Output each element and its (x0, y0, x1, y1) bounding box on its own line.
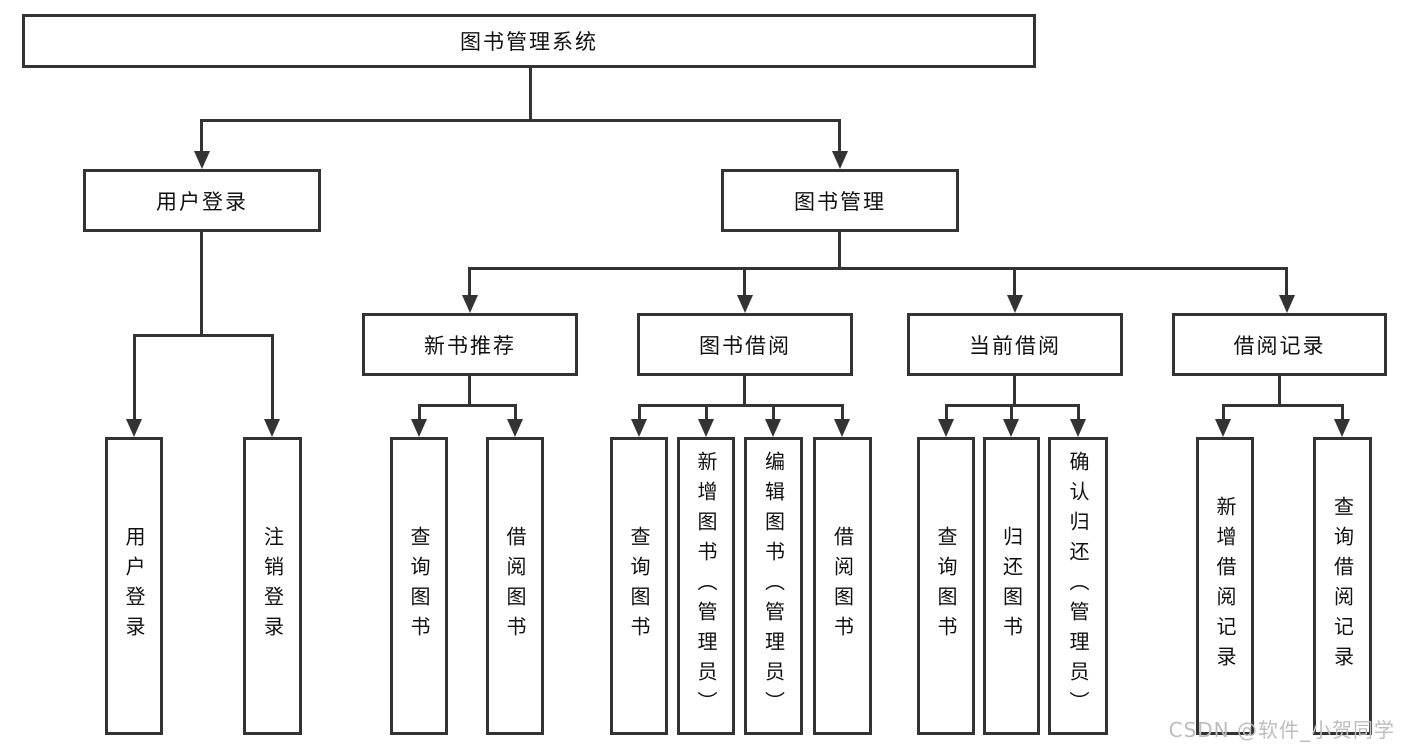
node-label: 借阅图书 (830, 526, 855, 646)
node-label: 图书借阅 (699, 333, 791, 358)
connector-line (514, 404, 517, 421)
connector-line (468, 267, 1288, 270)
node-label: 用户登录 (122, 526, 146, 646)
node-label: 新增借阅记录 (1213, 496, 1237, 676)
edge-arrowhead (507, 419, 523, 437)
connector-line (1010, 404, 1013, 421)
edge-arrowhead (264, 419, 280, 437)
connector-line (200, 119, 203, 153)
edge-arrowhead (832, 151, 848, 169)
connector-line (468, 376, 471, 407)
edge-arrowhead (462, 295, 478, 313)
edge-arrowhead (126, 419, 142, 437)
watermark: CSDN @软件_小贺同学 (1168, 718, 1395, 742)
leaf-bb-add-books-admin: 新增图书（管理员） (677, 437, 735, 735)
leaf-cb-confirm-return-admin: 确认归还（管理员） (1048, 437, 1108, 735)
leaf-br-add-record: 新增借阅记录 (1196, 437, 1254, 735)
connector-line (271, 334, 274, 421)
node-current-borrow: 当前借阅 (907, 313, 1123, 376)
leaf-logout: 注销登录 (243, 437, 302, 735)
leaf-br-query-record: 查询借阅记录 (1313, 437, 1372, 735)
connector-line (838, 119, 841, 153)
edge-arrowhead (631, 419, 647, 437)
connector-line (638, 404, 641, 421)
node-label: 新增图书（管理员） (694, 451, 718, 721)
connector-line (743, 267, 746, 297)
connector-line (1013, 267, 1016, 297)
edge-arrowhead (411, 419, 427, 437)
connector-line (418, 404, 421, 421)
leaf-bb-query-books: 查询图书 (610, 437, 668, 735)
node-label: 借阅图书 (503, 526, 527, 646)
connector-line (841, 404, 844, 421)
connector-line (200, 119, 840, 122)
edge-arrowhead (737, 295, 753, 313)
edge-arrowhead (194, 151, 210, 169)
edge-arrowhead (698, 419, 714, 437)
node-label: 借阅记录 (1233, 333, 1326, 358)
connector-line (1013, 376, 1016, 407)
node-label: 注销登录 (260, 526, 285, 646)
node-new-book: 新书推荐 (362, 313, 578, 376)
connector-line (418, 404, 517, 407)
node-label: 归还图书 (999, 526, 1024, 646)
edge-arrowhead (1003, 419, 1019, 437)
edge-arrowhead (1007, 295, 1023, 313)
leaf-cb-query-books: 查询图书 (917, 437, 975, 735)
connector-line (133, 334, 136, 421)
connector-line (1077, 404, 1080, 421)
connector-line (200, 232, 203, 337)
node-label: 图书管理系统 (460, 30, 598, 54)
node-user-login: 用户登录 (83, 169, 321, 232)
node-label: 编辑图书（管理员） (761, 451, 786, 721)
connector-line (1222, 404, 1344, 407)
edge-arrowhead (1070, 419, 1086, 437)
leaf-bb-edit-books-admin: 编辑图书（管理员） (744, 437, 803, 735)
edge-arrowhead (1279, 295, 1295, 313)
node-label: 查询图书 (407, 526, 431, 646)
node-book-borrow: 图书借阅 (637, 313, 853, 376)
connector-line (945, 404, 948, 421)
edge-arrowhead (938, 419, 954, 437)
connector-line (529, 68, 532, 121)
connector-line (638, 404, 844, 407)
node-borrow-record: 借阅记录 (1172, 313, 1387, 376)
leaf-bb-borrow-books: 借阅图书 (813, 437, 872, 735)
connector-line (468, 267, 471, 297)
connector-line (838, 232, 841, 269)
node-label: 用户登录 (156, 189, 248, 214)
node-label: 新书推荐 (424, 333, 516, 358)
leaf-nb-borrow-books: 借阅图书 (486, 437, 544, 735)
node-label: 图书管理 (794, 189, 886, 214)
node-book-mgmt: 图书管理 (721, 169, 959, 232)
connector-line (1278, 376, 1281, 407)
leaf-nb-query-books: 查询图书 (390, 437, 448, 735)
leaf-cb-return-books: 归还图书 (983, 437, 1040, 735)
node-label: 查询图书 (934, 526, 958, 646)
edge-arrowhead (1215, 419, 1231, 437)
connector-line (1341, 404, 1344, 421)
node-root: 图书管理系统 (22, 14, 1036, 68)
edge-arrowhead (834, 419, 850, 437)
connector-line (1222, 404, 1225, 421)
connector-line (743, 376, 746, 407)
node-label: 查询图书 (627, 526, 651, 646)
connector-line (133, 334, 274, 337)
connector-line (772, 404, 775, 421)
edge-arrowhead (765, 419, 781, 437)
leaf-user-login: 用户登录 (105, 437, 163, 735)
connector-line (1285, 267, 1288, 297)
node-label: 确认归还（管理员） (1066, 451, 1090, 721)
edge-arrowhead (1334, 419, 1350, 437)
node-label: 查询借阅记录 (1330, 496, 1355, 676)
node-label: 当前借阅 (969, 333, 1061, 358)
connector-line (705, 404, 708, 421)
